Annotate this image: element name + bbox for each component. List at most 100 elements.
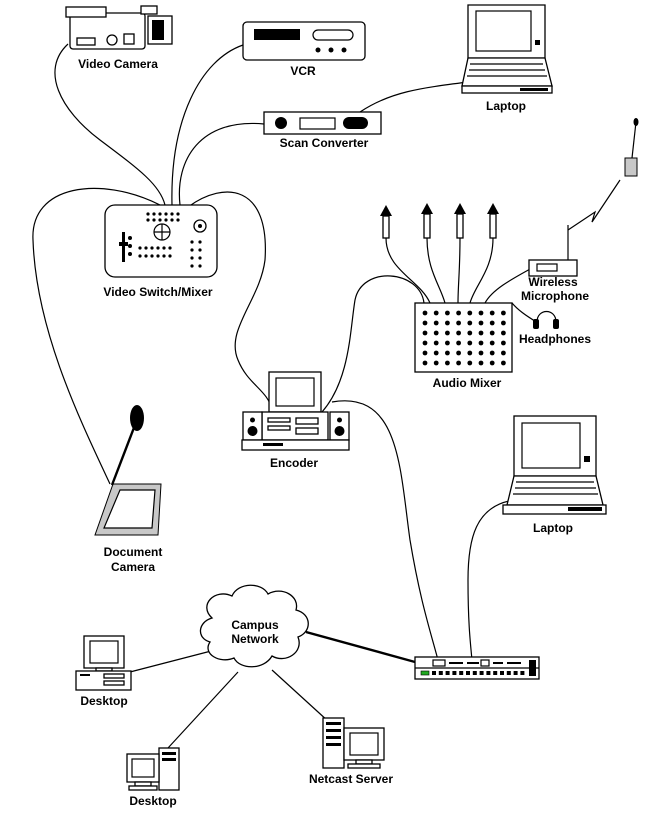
- microphone-icon-2: [421, 203, 433, 239]
- scan-converter-label: Scan Converter: [280, 136, 369, 150]
- laptop-right-icon: [502, 415, 607, 515]
- mixer-knob: [456, 330, 461, 336]
- video-switch-icon: [104, 204, 218, 278]
- wireless-mic-label-1: Wireless: [528, 275, 578, 289]
- cable-mic3-mixer: [457, 237, 461, 304]
- mixer-knob: [456, 360, 461, 366]
- wireless-mic-cord: [631, 121, 637, 159]
- mixer-knob: [422, 360, 428, 366]
- mixer-knob: [456, 310, 461, 316]
- mixer-knob: [467, 310, 473, 316]
- mixer-knob: [489, 340, 495, 346]
- hub-port: [466, 671, 470, 675]
- cable-camera-switch: [54, 43, 166, 206]
- mixer-knob: [445, 320, 450, 326]
- cable-cloud-desktop-left: [129, 649, 216, 673]
- mixer-knob: [433, 330, 439, 336]
- cable-mic2-mixer: [426, 237, 446, 304]
- mixer-knob: [422, 320, 428, 326]
- mixer-knob: [433, 360, 439, 366]
- mixer-knob: [422, 310, 428, 316]
- cable-laptop-scanconv: [359, 81, 469, 113]
- mixer-knob: [478, 310, 484, 316]
- microphone-icon-3: [454, 203, 466, 239]
- mixer-knob: [501, 310, 506, 316]
- netcast-server-icon: [322, 717, 385, 769]
- mixer-knob: [489, 350, 495, 356]
- mixer-knob: [433, 310, 439, 316]
- vcr-label: VCR: [290, 64, 316, 78]
- mixer-knob: [445, 350, 450, 356]
- wireless-microphone-icon: [528, 118, 639, 277]
- mixer-knob: [467, 330, 473, 336]
- video-camera-icon: [65, 5, 173, 50]
- desktop-bottom-label: Desktop: [129, 794, 176, 808]
- hub-port: [479, 671, 484, 675]
- cable-cloud-desktop-bottom: [167, 671, 239, 749]
- mixer-knob: [489, 320, 495, 326]
- mixer-knob: [501, 350, 506, 356]
- mixer-knob: [467, 350, 473, 356]
- mixer-knob: [501, 330, 506, 336]
- mixer-knob: [422, 350, 428, 356]
- mixer-knob: [489, 360, 495, 366]
- mixer-knob: [478, 320, 484, 326]
- cable-switch-doccam: [32, 187, 161, 485]
- cable-scanconv-switch: [178, 122, 265, 206]
- cable-laptop-hub: [467, 499, 516, 661]
- hub-port: [506, 671, 511, 675]
- laptop-right-label: Laptop: [533, 521, 573, 535]
- hub-port: [520, 671, 525, 675]
- campus-network-label-1: Campus: [231, 618, 279, 632]
- radio-signal: [567, 179, 621, 231]
- campus-network-label-2: Network: [231, 632, 279, 646]
- encoder-label: Encoder: [270, 456, 318, 470]
- switch-buttons: [138, 212, 202, 268]
- cable-switch-encoder: [187, 191, 273, 411]
- mixer-knob: [422, 340, 428, 346]
- mixer-knob: [501, 320, 506, 326]
- mixer-knob: [456, 320, 461, 326]
- encoder-icon: [241, 371, 350, 451]
- audio-mixer-label: Audio Mixer: [433, 376, 502, 390]
- hub-port: [486, 671, 491, 675]
- headphones-label: Headphones: [519, 332, 591, 346]
- mixer-knob: [456, 350, 461, 356]
- hub-port: [459, 671, 464, 675]
- wireless-mic-label-2: Microphone: [521, 289, 589, 303]
- audio-mixer-icon: [414, 302, 513, 373]
- scan-converter-icon: [263, 111, 382, 135]
- mixer-knob: [478, 360, 484, 366]
- hub-port: [438, 671, 443, 675]
- document-camera-label-2: Camera: [111, 560, 155, 574]
- mixer-knob: [445, 330, 450, 336]
- mixer-knob: [433, 350, 439, 356]
- cable-mic4-mixer: [469, 237, 494, 304]
- laptop-top-icon: [461, 4, 553, 94]
- desktop-left-icon: [75, 635, 132, 691]
- mixer-knob: [445, 360, 450, 366]
- hub-port: [432, 671, 436, 675]
- mixer-knob: [489, 330, 495, 336]
- mixer-knob: [422, 330, 428, 336]
- desktop-left-label: Desktop: [80, 694, 127, 708]
- mixer-knob: [501, 340, 506, 346]
- cable-wireless-mixer: [484, 267, 533, 304]
- mixer-knob: [467, 320, 473, 326]
- headphones-icon: [533, 310, 559, 329]
- hub-port: [493, 671, 498, 675]
- mixer-knob: [433, 320, 439, 326]
- cable-encoder-audiomixer: [321, 275, 425, 413]
- hub-port: [452, 671, 457, 675]
- microphone-icons: [380, 203, 499, 239]
- hub-port: [513, 671, 518, 675]
- mixer-knob: [478, 340, 484, 346]
- document-camera-label-1: Document: [104, 545, 163, 559]
- cable-mic1-mixer: [385, 237, 431, 304]
- mixer-knob: [467, 360, 473, 366]
- mixer-knob: [445, 310, 450, 316]
- vcr-icon: [242, 21, 366, 61]
- video-switch-label: Video Switch/Mixer: [103, 285, 212, 299]
- hub-port: [500, 671, 504, 675]
- hub-port: [472, 671, 477, 675]
